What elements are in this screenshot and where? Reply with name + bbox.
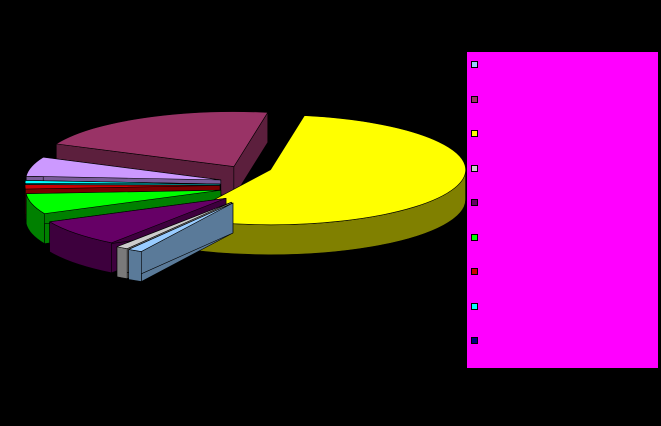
legend — [467, 52, 658, 368]
legend-item — [471, 58, 652, 93]
legend-item — [471, 93, 652, 128]
legend-swatch — [471, 268, 478, 275]
pie-slice-top — [24, 180, 221, 185]
legend-item — [471, 162, 652, 197]
pie-slice-top — [116, 201, 232, 249]
legend-item — [471, 231, 652, 266]
pie-slice — [128, 202, 234, 282]
pie-slice-top — [25, 189, 222, 214]
legend-item — [471, 127, 652, 162]
legend-swatch — [471, 337, 478, 344]
pie-slice-top — [24, 184, 221, 190]
pie-slice-wall — [116, 246, 128, 279]
pie-slice-top — [128, 202, 234, 252]
pie-slice-top — [49, 197, 227, 244]
pie-slice-wall — [128, 249, 142, 282]
legend-item — [471, 196, 652, 231]
legend-swatch — [471, 199, 478, 206]
legend-item — [471, 334, 652, 369]
legend-item — [471, 300, 652, 335]
legend-swatch — [471, 95, 478, 103]
legend-swatch — [471, 61, 478, 68]
legend-item — [471, 265, 652, 300]
pie-slice-top — [55, 111, 269, 167]
legend-swatch — [471, 233, 478, 241]
pie-slice-top — [25, 156, 222, 181]
legend-swatch — [471, 130, 478, 137]
legend-swatch — [471, 164, 478, 172]
legend-swatch — [471, 302, 478, 310]
pie-slice-top — [178, 115, 466, 226]
